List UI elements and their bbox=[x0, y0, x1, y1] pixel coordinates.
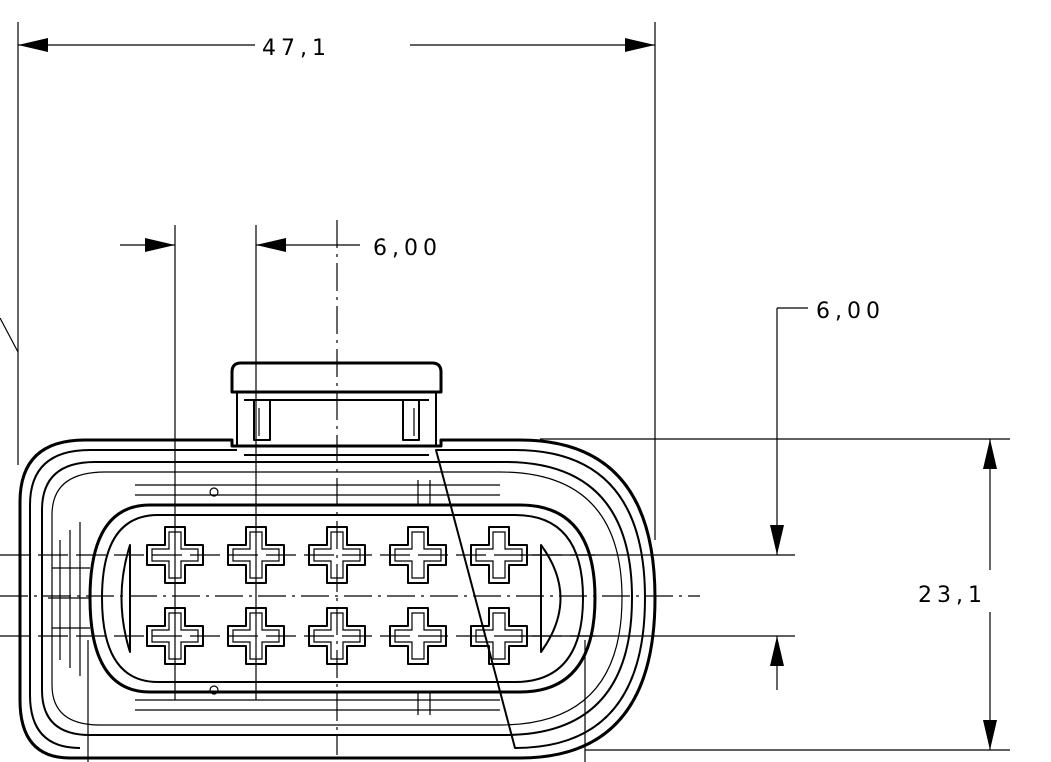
center-lines bbox=[0, 220, 700, 762]
arrow-head-left bbox=[18, 38, 48, 52]
width-dimension: 47,1 bbox=[17, 22, 656, 540]
arrow-head-vpitch-top bbox=[770, 525, 784, 555]
arrow-head-pitch-right bbox=[256, 238, 286, 252]
horizontal-pitch-dimension: 6,00 bbox=[120, 225, 442, 700]
arrow-head-height-bottom bbox=[983, 720, 997, 750]
arrow-head-height-top bbox=[983, 439, 997, 469]
arrow-head-right bbox=[625, 38, 655, 52]
connector-housing bbox=[18, 361, 657, 760]
horizontal-pitch-label: 6,00 bbox=[373, 236, 442, 261]
width-dimension-label: 47,1 bbox=[262, 36, 331, 61]
leader-stub bbox=[0, 317, 19, 353]
arrow-head-pitch-left bbox=[145, 238, 175, 252]
height-dimension: 23,1 bbox=[540, 438, 1010, 751]
vertical-pitch-dimension: 6,00 bbox=[520, 299, 885, 690]
arrow-head-vpitch-bottom bbox=[770, 636, 784, 666]
vertical-pitch-label: 6,00 bbox=[816, 299, 885, 324]
height-dimension-label: 23,1 bbox=[918, 583, 987, 608]
left-ribs bbox=[48, 522, 90, 676]
